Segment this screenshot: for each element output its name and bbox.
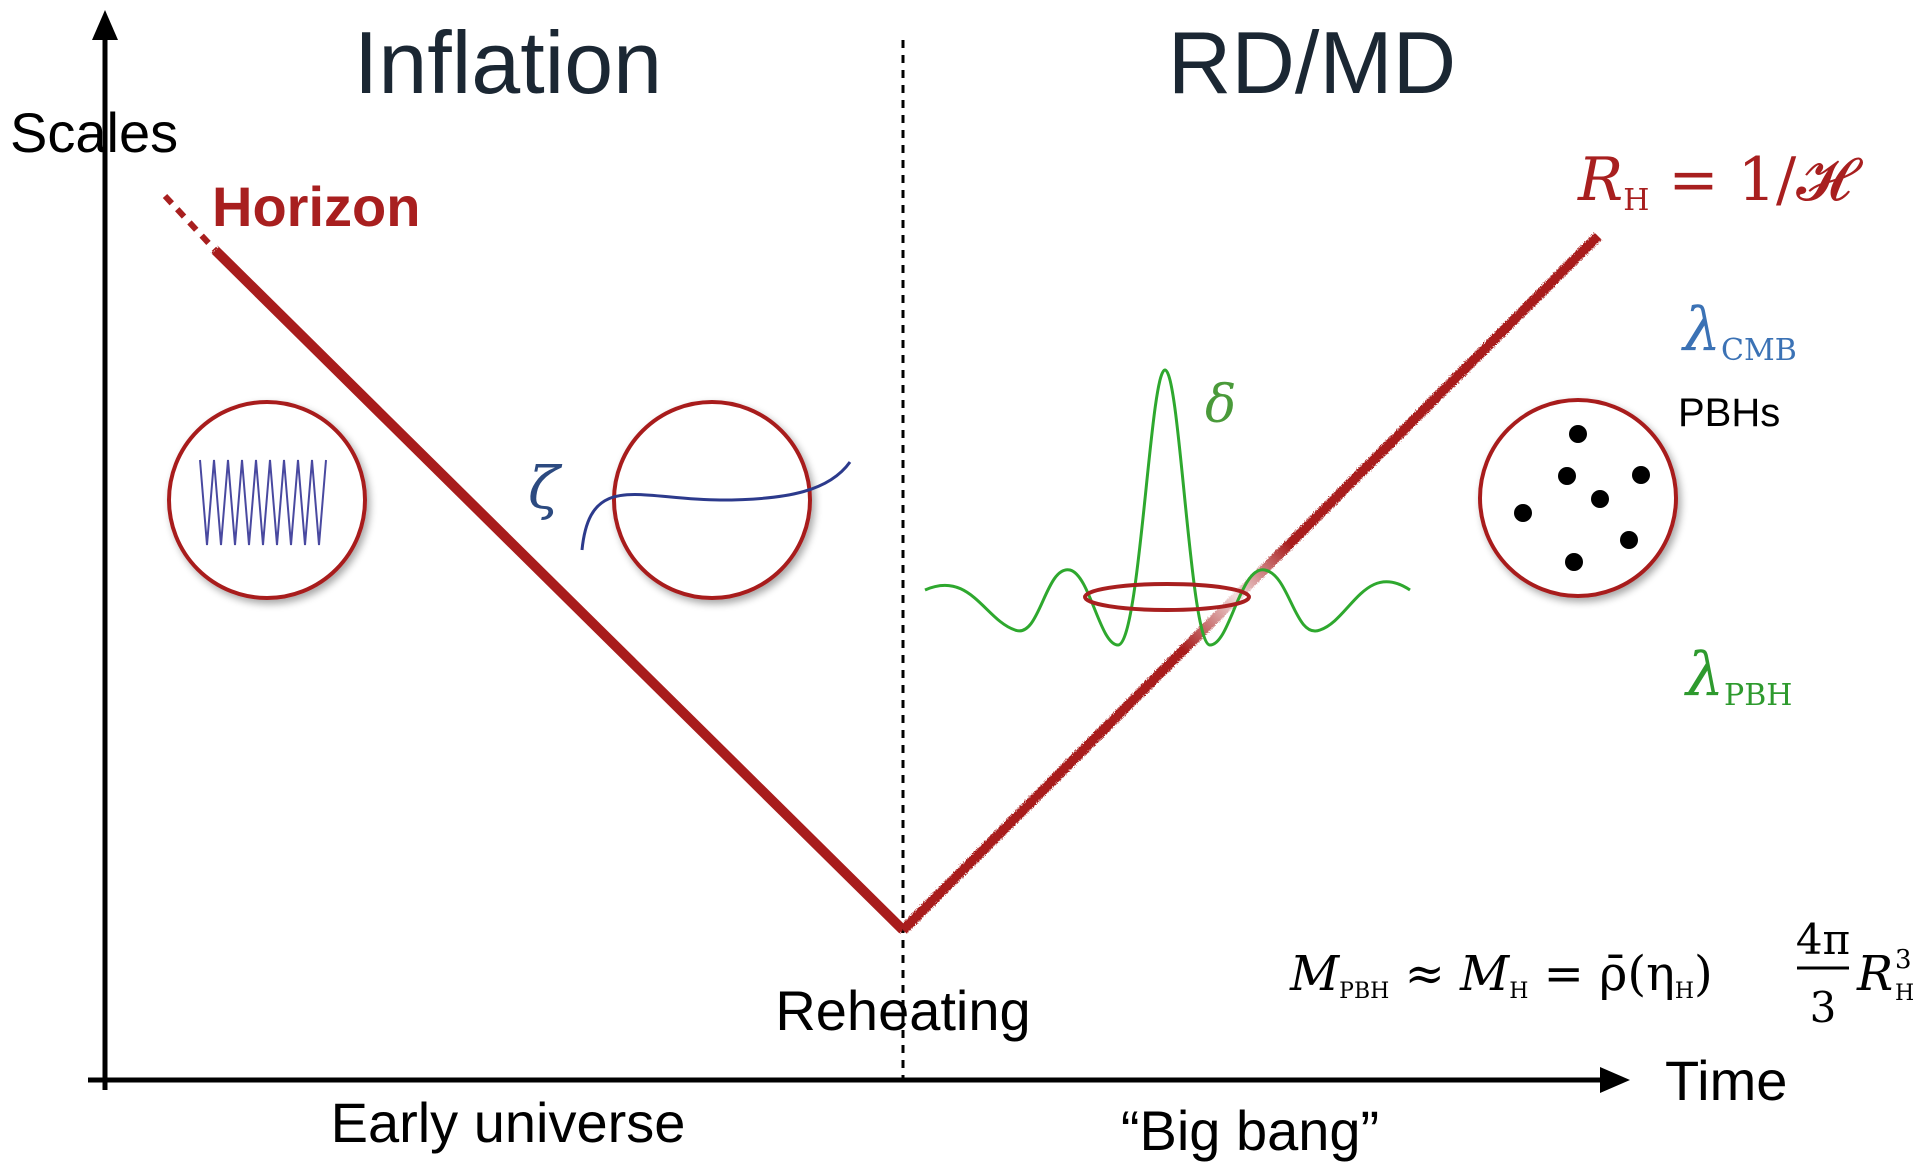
mass-r-symbol: R xyxy=(1856,946,1893,1002)
mass-fraction-numerator: 4π xyxy=(1796,915,1850,964)
smooth-wave-icon xyxy=(580,400,852,600)
zeta-symbol: ζ xyxy=(528,454,563,522)
mass-eta-subscript: H xyxy=(1675,979,1694,1004)
svg-text:MPBH ≈ MH = ρ̄(ηH): MPBH ≈ MH = ρ̄(ηH) xyxy=(1289,946,1713,1004)
rh-symbol: R xyxy=(1577,145,1623,215)
big-bang-label: “Big bang” xyxy=(1121,1099,1379,1162)
delta-perturbation-curve xyxy=(924,368,1411,647)
x-axis-arrowhead xyxy=(1600,1067,1630,1093)
phase-title-rdmd: RD/MD xyxy=(1168,13,1456,112)
mass-equals-rho: = ρ̄(η xyxy=(1528,946,1674,1002)
y-axis-arrowhead xyxy=(92,10,118,40)
y-axis-label: Scales xyxy=(10,101,178,164)
lambda-pbh-symbol: λ xyxy=(1684,640,1724,710)
mass-pbh-subscript: PBH xyxy=(1339,979,1389,1004)
black-holes-icon xyxy=(1478,398,1678,598)
svg-text:R: R xyxy=(1856,946,1893,1002)
mass-r-superscript: 3 xyxy=(1895,945,1912,975)
phase-title-inflation: Inflation xyxy=(354,13,662,112)
early-universe-label: Early universe xyxy=(331,1091,686,1154)
mass-m-symbol: M xyxy=(1289,946,1341,1002)
horizon-radius-formula: RH = 1/𝓗 xyxy=(1577,145,1863,218)
lambda-cmb-label: λCMB xyxy=(1681,295,1797,368)
lambda-pbh-label: λPBH xyxy=(1684,640,1792,713)
delta-symbol: δ xyxy=(1205,375,1236,435)
mass-mh-symbol: M xyxy=(1459,946,1511,1002)
reheating-label: Reheating xyxy=(775,979,1030,1042)
horizon-fade-overlay xyxy=(1137,497,1343,703)
pbhs-label: PBHs xyxy=(1678,391,1780,435)
collapse-region-ellipse xyxy=(1083,582,1251,612)
lambda-pbh-subscript: PBH xyxy=(1724,678,1792,713)
mass-approx: ≈ xyxy=(1389,946,1460,1002)
mass-h-subscript: H xyxy=(1509,979,1528,1004)
x-axis-label: Time xyxy=(1665,1049,1787,1112)
mass-fraction-denominator: 3 xyxy=(1810,983,1837,1032)
rh-equals: = 1/𝓗 xyxy=(1649,145,1863,215)
lambda-cmb-symbol: λ xyxy=(1681,295,1721,365)
mass-r-subscript: H xyxy=(1895,981,1914,1006)
horizon-label: Horizon xyxy=(212,175,420,238)
horizon-dashed-extension xyxy=(162,193,218,253)
pbh-mass-formula: MPBH ≈ MH = ρ̄(ηH) 4π 3 R 3 H xyxy=(1289,915,1914,1032)
lambda-cmb-subscript: CMB xyxy=(1721,333,1797,368)
horizon-line-inflation xyxy=(211,246,907,934)
oscillating-wave-icon xyxy=(167,400,367,600)
rh-subscript: H xyxy=(1623,183,1649,218)
mass-close-paren: ) xyxy=(1694,946,1713,1002)
